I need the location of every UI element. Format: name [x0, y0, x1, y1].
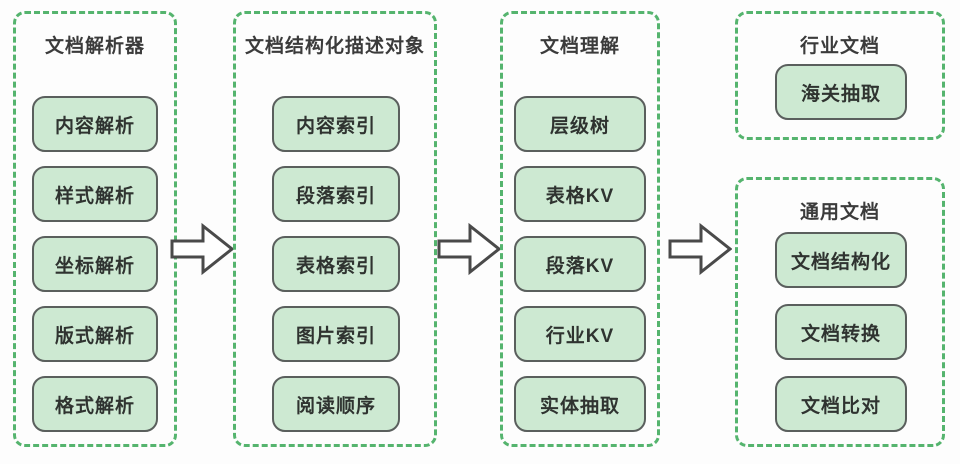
node-general-1[interactable]: 文档转换	[775, 304, 907, 360]
node-parser-3[interactable]: 版式解析	[32, 306, 158, 362]
node-parser-1[interactable]: 样式解析	[32, 166, 158, 222]
arrow-structured-to-understanding	[437, 222, 501, 276]
node-structured-2[interactable]: 表格索引	[272, 236, 400, 292]
group-understanding: 文档理解	[500, 11, 660, 447]
node-understanding-0[interactable]: 层级树	[514, 96, 646, 152]
node-structured-0[interactable]: 内容索引	[272, 96, 400, 152]
arrow-understanding-to-documents	[668, 222, 732, 276]
group-title-structured-description: 文档结构化描述对象	[244, 36, 425, 57]
group-general-document: 通用文档	[735, 177, 945, 447]
group-title-parser: 文档解析器	[44, 36, 145, 57]
node-parser-2[interactable]: 坐标解析	[32, 236, 158, 292]
node-structured-3[interactable]: 图片索引	[272, 306, 400, 362]
group-parser: 文档解析器	[13, 11, 177, 447]
node-general-2[interactable]: 文档比对	[775, 376, 907, 432]
node-understanding-3[interactable]: 行业KV	[514, 306, 646, 362]
group-structured-description: 文档结构化描述对象	[233, 11, 437, 447]
group-title-general-document: 通用文档	[799, 202, 880, 223]
node-parser-4[interactable]: 格式解析	[32, 376, 158, 432]
node-understanding-2[interactable]: 段落KV	[514, 236, 646, 292]
node-structured-4[interactable]: 阅读顺序	[272, 376, 400, 432]
node-understanding-4[interactable]: 实体抽取	[514, 376, 646, 432]
node-understanding-1[interactable]: 表格KV	[514, 166, 646, 222]
group-title-industry-document: 行业文档	[799, 36, 880, 57]
node-industry-0[interactable]: 海关抽取	[775, 64, 907, 120]
node-structured-1[interactable]: 段落索引	[272, 166, 400, 222]
node-parser-0[interactable]: 内容解析	[32, 96, 158, 152]
node-general-0[interactable]: 文档结构化	[775, 232, 907, 288]
arrow-parser-to-structured	[170, 222, 234, 276]
group-title-understanding: 文档理解	[539, 36, 620, 57]
group-industry-document: 行业文档	[735, 11, 945, 140]
